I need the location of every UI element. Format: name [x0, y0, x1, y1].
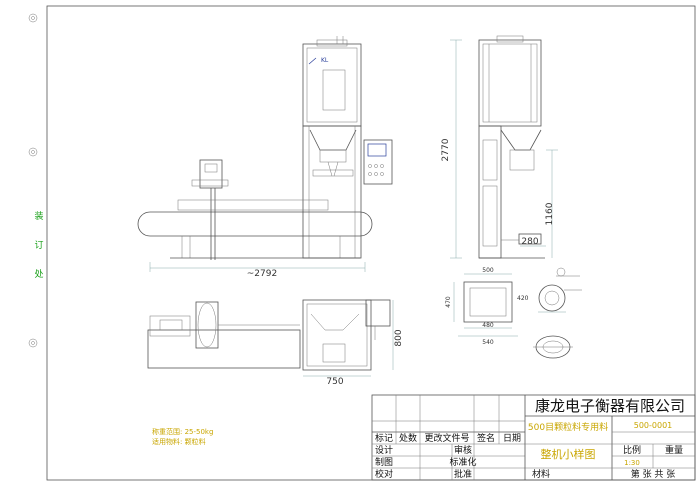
dimension-label: 480 [482, 322, 494, 329]
tb-row-label: 设计 [375, 444, 393, 456]
binding-label: 订 [34, 240, 43, 251]
brand-logo: KL [321, 57, 329, 64]
drawing-name: 整机小样图 [541, 447, 596, 461]
side-view: 2770 1160 280 [441, 35, 558, 259]
scale-label: 比例 [623, 444, 641, 456]
tb-row-label: 校对 [375, 468, 393, 480]
dimension-label: 500 [482, 267, 494, 274]
binding-label: 处 [34, 268, 43, 280]
scale-value: 1:30 [624, 459, 640, 467]
material-label: 材料 [532, 468, 550, 480]
tb-row-label: 制图 [375, 456, 393, 468]
dimension-label: 800 [394, 329, 404, 346]
binding-margin: 装 订 处 [28, 13, 44, 348]
tb-row-label: 审核 [454, 444, 472, 456]
drawing-number: 500-0001 [634, 421, 673, 430]
control-panel [363, 139, 393, 185]
tb-header-cell: 签名 [477, 432, 495, 444]
punch-hole-icon [28, 13, 38, 23]
front-view: KL ~2792 [137, 36, 393, 279]
tb-row-label: 批准 [454, 468, 472, 480]
note-material: 适用物料: 颗粒料 [152, 437, 206, 446]
dimension-label: 2770 [441, 138, 451, 161]
title-block: 标记 处数 更改文件号 签名 日期 设计 审核 制图 标准化 校对 批准 康龙电… [371, 394, 696, 481]
tb-header-cell: 标记 [375, 432, 393, 444]
sheet-label: 第 张 共 张 [631, 468, 676, 480]
drawing-border [46, 5, 696, 481]
tb-header-cell: 处数 [399, 432, 417, 444]
punch-hole-icon [28, 338, 38, 348]
dimension-label: ~2792 [247, 269, 277, 279]
hopper-detail: 500 470 420 480 540 [445, 267, 582, 359]
dimension-label: 420 [517, 295, 529, 302]
binding-label: 装 [34, 210, 43, 222]
tb-header-cell: 更改文件号 [424, 432, 469, 444]
dimension-label: 1160 [545, 202, 555, 225]
dimension-label: 470 [445, 296, 452, 308]
punch-hole-icon [28, 147, 38, 157]
plan-view: 800 750 [147, 299, 404, 387]
company-name: 康龙电子衡器有限公司 [535, 397, 685, 415]
tb-header-cell: 日期 [503, 433, 521, 444]
flange-detail [538, 284, 566, 312]
weight-label: 重量 [665, 444, 683, 456]
note-capacity: 称重范围: 25-50kg [152, 427, 213, 436]
dimension-label: 750 [326, 377, 343, 387]
dimension-label: 540 [482, 339, 494, 346]
dimension-label: 280 [521, 237, 538, 247]
tb-row-label: 标准化 [449, 456, 476, 468]
product-spec: 500目颗粒料专用料 [528, 421, 608, 433]
